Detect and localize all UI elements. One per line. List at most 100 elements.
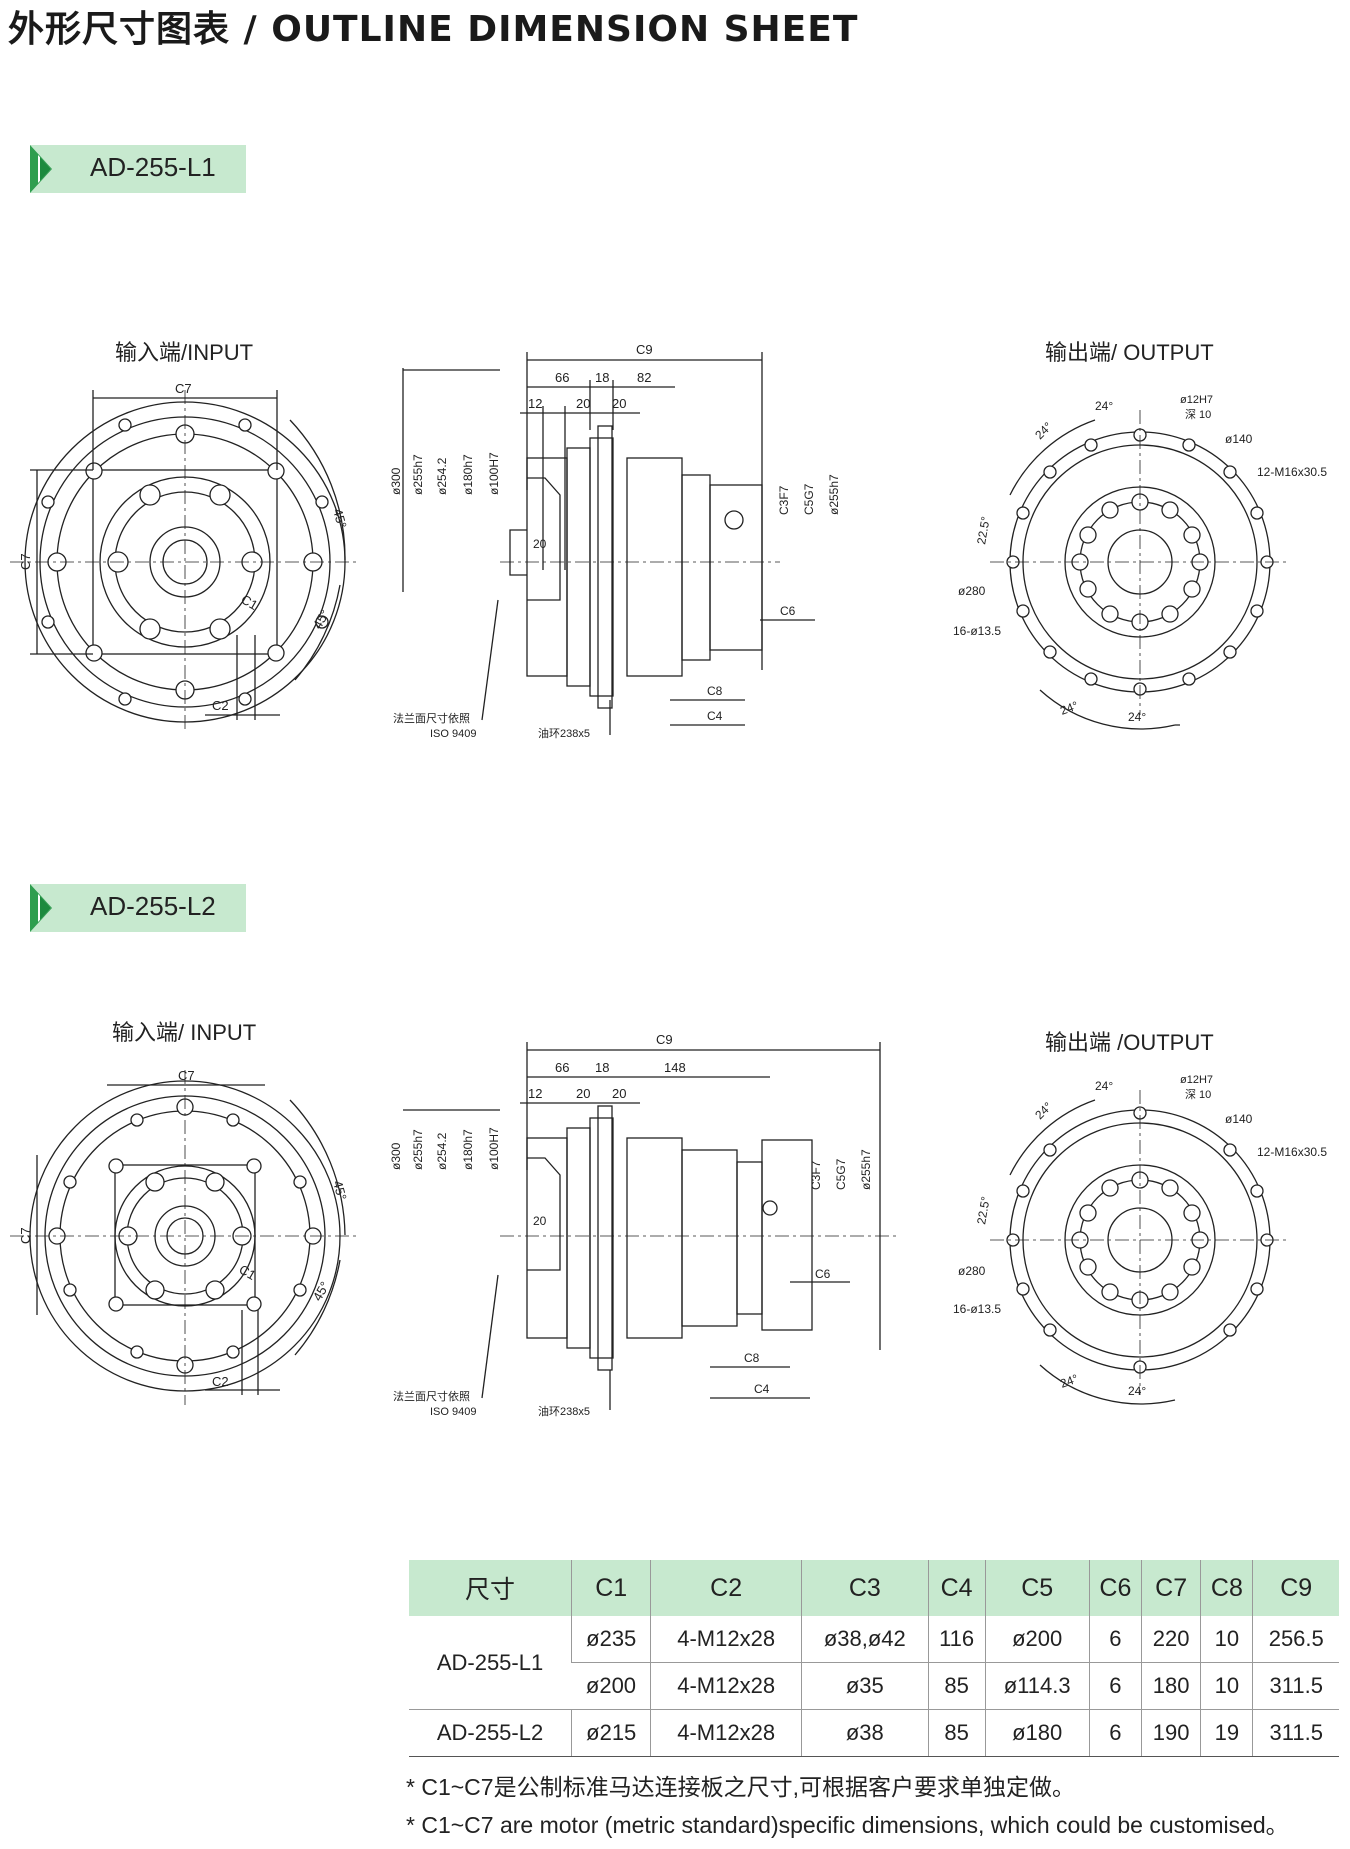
svg-text:24°: 24° — [1128, 710, 1146, 724]
svg-text:C2: C2 — [212, 1374, 229, 1389]
table-cell: 311.5 — [1252, 1662, 1339, 1710]
svg-text:66: 66 — [555, 370, 569, 385]
svg-text:法兰面尺寸依照: 法兰面尺寸依照 — [393, 1389, 470, 1403]
svg-text:C7: C7 — [175, 381, 192, 396]
svg-text:C9: C9 — [656, 1032, 673, 1047]
table-row: AD-255-L1 ø235 4-M12x28 ø38,ø42 116 ø200… — [409, 1616, 1339, 1675]
svg-text:24°: 24° — [1095, 1079, 1113, 1093]
svg-text:24°: 24° — [1095, 399, 1113, 413]
table-row: ø200 4-M12x28 ø35 85 ø114.3 6 180 10 311… — [409, 1662, 1339, 1710]
svg-text:22.5°: 22.5° — [974, 515, 993, 545]
table-cell-model: AD-255-L1 — [436, 1649, 544, 1675]
svg-text:ø255h7: ø255h7 — [859, 1149, 873, 1190]
svg-text:C6: C6 — [780, 604, 796, 618]
svg-text:C9: C9 — [636, 342, 653, 357]
drawing-l2: 输入端/ INPUT C7 C7 45° 45° — [10, 1020, 1327, 1418]
table-cell: 4-M12x28 — [650, 1709, 802, 1757]
table-cell: ø235 — [571, 1616, 651, 1663]
table-cell: 10 — [1200, 1662, 1253, 1710]
table-row: AD-255-L2 ø215 4-M12x28 ø38 85 ø180 6 19… — [409, 1709, 1339, 1757]
svg-text:12: 12 — [528, 396, 542, 411]
dimension-table: 尺寸 C1 C2 C3 C4 C5 C6 C7 C8 C9 AD-255-L1 … — [409, 1560, 1339, 1757]
svg-text:16-ø13.5: 16-ø13.5 — [953, 624, 1001, 638]
svg-text:ISO 9409: ISO 9409 — [430, 728, 476, 740]
table-cell: ø200 — [571, 1662, 651, 1710]
table-cell: 85 — [927, 1709, 986, 1757]
side-gear-body — [626, 457, 683, 677]
model-badge-l1: AD-255-L1 — [30, 145, 246, 193]
table-cell: 220 — [1140, 1616, 1201, 1663]
table-cell: ø38,ø42 — [800, 1616, 929, 1663]
output-label: 输出端/ OUTPUT — [1045, 340, 1214, 365]
side-input-flange — [526, 457, 568, 677]
table-header: C8 — [1200, 1560, 1253, 1616]
svg-text:12: 12 — [528, 1086, 542, 1101]
svg-text:C2: C2 — [212, 698, 229, 713]
svg-text:C4: C4 — [707, 709, 723, 723]
table-header: C4 — [927, 1560, 986, 1616]
svg-text:22.5°: 22.5° — [974, 1195, 993, 1225]
svg-text:C7: C7 — [178, 1068, 195, 1083]
svg-text:20: 20 — [576, 1086, 590, 1101]
svg-text:24°: 24° — [1128, 1384, 1146, 1398]
svg-text:ø280: ø280 — [958, 584, 986, 598]
svg-text:C1: C1 — [237, 1262, 259, 1283]
svg-text:24°: 24° — [1032, 419, 1055, 442]
svg-text:20: 20 — [612, 396, 626, 411]
page-title: 外形尺寸图表 / OUTLINE DIMENSION SHEET — [8, 9, 859, 50]
table-cell: ø200 — [984, 1616, 1090, 1663]
svg-text:C8: C8 — [744, 1351, 760, 1365]
svg-text:C5G7: C5G7 — [802, 483, 816, 515]
svg-text:ø255h7: ø255h7 — [411, 1129, 425, 1170]
svg-text:ø254.2: ø254.2 — [435, 457, 449, 495]
table-header: C2 — [650, 1560, 802, 1616]
table-cell: 10 — [1200, 1616, 1253, 1663]
svg-text:ø140: ø140 — [1225, 1112, 1253, 1126]
svg-text:油环238x5: 油环238x5 — [538, 1404, 590, 1418]
svg-text:18: 18 — [595, 1060, 609, 1075]
table-cell: 4-M12x28 — [650, 1616, 802, 1663]
svg-text:ø180h7: ø180h7 — [461, 454, 475, 495]
table-cell: ø114.3 — [984, 1662, 1090, 1710]
input-label: 输入端/ INPUT — [112, 1020, 256, 1045]
side-output-shaft — [709, 484, 763, 651]
svg-text:12-M16x30.5: 12-M16x30.5 — [1257, 1145, 1327, 1159]
table-cell: 85 — [927, 1662, 986, 1710]
svg-text:24°: 24° — [1032, 1099, 1055, 1122]
svg-text:ø100H7: ø100H7 — [487, 452, 501, 495]
table-cell: 19 — [1200, 1709, 1253, 1757]
table-header: C6 — [1088, 1560, 1142, 1616]
table-header-row: 尺寸 C1 C2 C3 C4 C5 C6 C7 C8 C9 — [409, 1560, 1339, 1616]
table-cell: ø38 — [800, 1709, 929, 1757]
table-header: C3 — [800, 1560, 929, 1616]
svg-text:ø180h7: ø180h7 — [461, 1129, 475, 1170]
svg-text:24°: 24° — [1058, 1371, 1080, 1390]
output-label: 输出端 /OUTPUT — [1045, 1030, 1214, 1055]
svg-text:20: 20 — [576, 396, 590, 411]
svg-text:C7: C7 — [18, 1227, 33, 1244]
svg-text:45°: 45° — [330, 1179, 350, 1202]
svg-text:C5G7: C5G7 — [834, 1158, 848, 1190]
svg-text:12-M16x30.5: 12-M16x30.5 — [1257, 465, 1327, 479]
table-cell: 6 — [1088, 1662, 1142, 1710]
svg-text:45°: 45° — [310, 607, 333, 632]
svg-text:66: 66 — [555, 1060, 569, 1075]
table-cell: 4-M12x28 — [650, 1662, 802, 1710]
svg-text:C6: C6 — [815, 1267, 831, 1281]
svg-text:ø300: ø300 — [389, 1142, 403, 1170]
model-badge-l2: AD-255-L2 — [30, 884, 246, 932]
table-cell-model: AD-255-L2 — [409, 1709, 572, 1757]
svg-text:18: 18 — [595, 370, 609, 385]
svg-text:ø255h7: ø255h7 — [411, 454, 425, 495]
svg-text:20: 20 — [612, 1086, 626, 1101]
svg-text:C8: C8 — [707, 684, 723, 698]
svg-text:C3F7: C3F7 — [809, 1160, 823, 1190]
svg-text:82: 82 — [637, 370, 651, 385]
svg-text:ISO 9409: ISO 9409 — [430, 1406, 476, 1418]
table-header: C5 — [984, 1560, 1090, 1616]
svg-text:深 10: 深 10 — [1185, 1088, 1211, 1101]
note-en: * C1~C7 are motor (metric standard)speci… — [406, 1812, 1289, 1838]
svg-text:45°: 45° — [330, 507, 350, 530]
svg-text:ø255h7: ø255h7 — [827, 474, 841, 515]
table-header: 尺寸 — [409, 1560, 572, 1616]
